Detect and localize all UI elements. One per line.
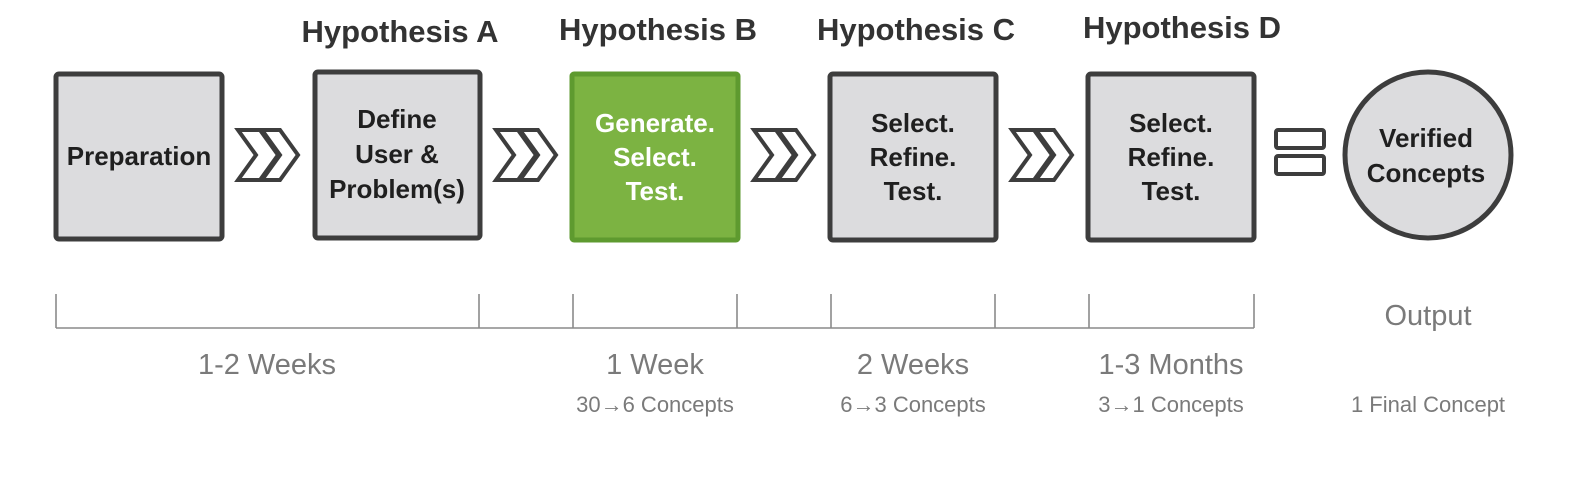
stage-label-line-1: Select. xyxy=(1129,108,1213,138)
output-circle xyxy=(1342,69,1514,241)
concepts-label-hypothesis-d: 3→1 Concepts xyxy=(1098,392,1244,417)
heading-hypothesis-b: Hypothesis B xyxy=(559,12,757,47)
stage-box-highlight xyxy=(569,71,741,243)
heading-hypothesis-a: Hypothesis A xyxy=(302,14,499,49)
duration-label-hypothesis-c: 2 Weeks xyxy=(857,349,969,381)
heading-hypothesis-d: Hypothesis D xyxy=(1083,10,1281,45)
output-label-line-1: Verified xyxy=(1379,123,1473,153)
concepts-label-hypothesis-c: 6→3 Concepts xyxy=(840,392,986,417)
stage-label-line-3: Problem(s) xyxy=(329,174,465,204)
stage-label-line-1: Select. xyxy=(871,108,955,138)
stage-define-user-problems: Define User & Problem(s) xyxy=(312,69,483,241)
stage-box xyxy=(312,69,483,241)
duration-label-preparation: 1-2 Weeks xyxy=(198,349,336,381)
stage-label-line-3: Test. xyxy=(626,176,685,206)
stage-preparation: Preparation xyxy=(53,71,225,242)
output-verified-concepts: Verified Concepts xyxy=(1342,69,1514,241)
stage-box xyxy=(827,71,999,243)
duration-label-hypothesis-b: 1 Week xyxy=(606,349,704,381)
stage-label-line-3: Test. xyxy=(884,176,943,206)
stage-label-line-2: Refine. xyxy=(1128,142,1215,172)
timeline xyxy=(55,294,1255,329)
output-detail-label: 1 Final Concept xyxy=(1351,392,1505,417)
stage-label-line-2: Select. xyxy=(613,142,697,172)
output-label-line-2: Concepts xyxy=(1367,158,1485,188)
stage-select-refine-test-c: Select. Refine. Test. xyxy=(827,71,999,243)
stage-label-line-3: Test. xyxy=(1142,176,1201,206)
stage-label-line-1: Define xyxy=(357,104,436,134)
stage-generate-select-test: Generate. Select. Test. xyxy=(569,71,741,243)
stage-box xyxy=(1085,71,1257,243)
stage-label-line-2: Refine. xyxy=(870,142,957,172)
stage-box xyxy=(53,71,225,242)
stage-label-line-1: Generate. xyxy=(595,108,715,138)
double-chevron-right-icon xyxy=(492,128,559,182)
equals-icon xyxy=(1274,128,1326,176)
double-chevron-right-icon xyxy=(234,128,301,182)
double-chevron-right-icon xyxy=(750,128,817,182)
duration-label-hypothesis-d: 1-3 Months xyxy=(1098,349,1243,381)
output-label: Output xyxy=(1384,300,1471,332)
stage-label-line-2: User & xyxy=(355,139,439,169)
concepts-label-hypothesis-b: 30→6 Concepts xyxy=(576,392,734,417)
double-chevron-right-icon xyxy=(1008,128,1075,182)
stage-select-refine-test-d: Select. Refine. Test. xyxy=(1085,71,1257,243)
stage-label: Preparation xyxy=(67,141,212,171)
heading-hypothesis-c: Hypothesis C xyxy=(817,12,1015,47)
